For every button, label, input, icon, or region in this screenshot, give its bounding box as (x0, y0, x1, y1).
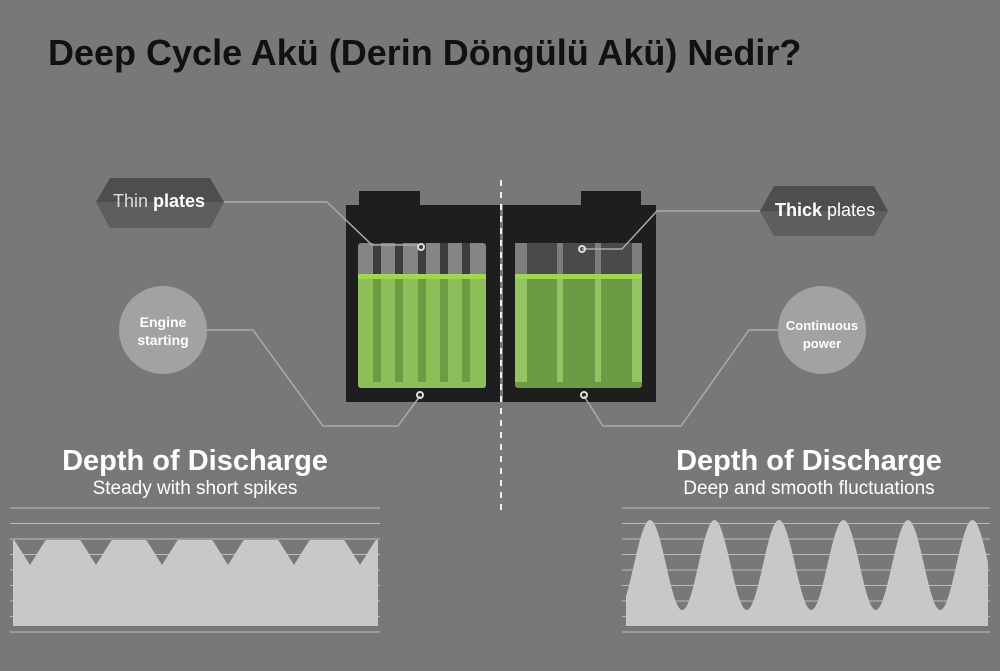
connector-lines (207, 201, 778, 427)
short-spikes-waveform (13, 540, 378, 626)
terminal-marker-icon (416, 391, 424, 399)
page-title: Deep Cycle Akü (Derin Döngülü Akü) Nedir… (48, 32, 802, 73)
smooth-sine-waveform (626, 520, 988, 626)
thin-plates-label: Thin plates (113, 191, 206, 211)
thick-plate-battery (503, 191, 656, 402)
engine-starting-circle (119, 286, 207, 374)
thick-plates-label: Thick plates (775, 200, 876, 220)
plate-marker-icon (578, 245, 586, 253)
plate-marker-icon (417, 243, 425, 251)
thin-plate-battery (346, 191, 500, 402)
continuous-power-circle (778, 286, 866, 374)
terminal-marker-icon (580, 391, 588, 399)
